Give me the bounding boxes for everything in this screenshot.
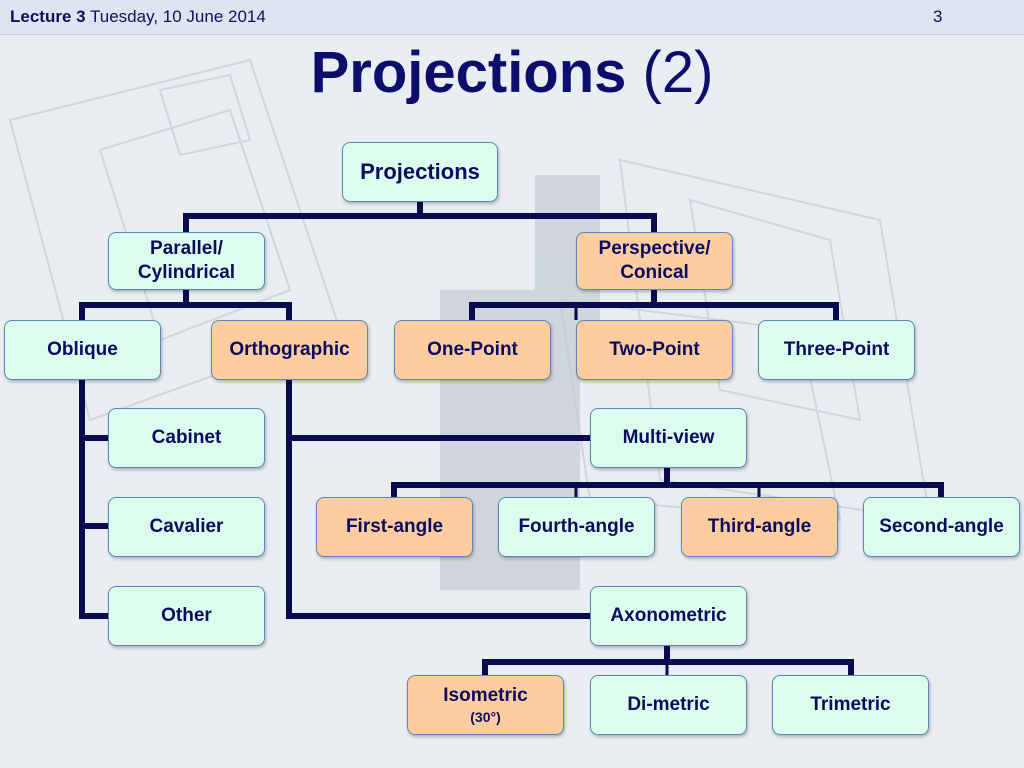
node-cabinet-label: Cabinet — [151, 427, 222, 448]
node-oblique-label: Oblique — [47, 339, 118, 360]
title-suffix: (2) — [642, 40, 714, 105]
node-axonometric: Axonometric — [590, 586, 747, 646]
node-first-angle-label: First-angle — [345, 516, 444, 537]
node-dimetric: Di-metric — [590, 675, 747, 735]
node-parallel: Parallel/ Cylindrical — [108, 232, 265, 290]
slide-header: Lecture 3 Tuesday, 10 June 2014 3 — [0, 0, 1024, 35]
node-first-angle: First-angle — [316, 497, 473, 557]
node-two-point-label: Two-Point — [609, 339, 700, 360]
node-isometric: Isometric (30°) — [407, 675, 564, 735]
node-parallel-label-1: Parallel/ — [150, 238, 223, 259]
slide-number: 3 — [933, 7, 943, 26]
node-second-angle: Second-angle — [863, 497, 1020, 557]
node-cavalier-label: Cavalier — [149, 516, 224, 537]
node-two-point: Two-Point — [576, 320, 733, 380]
node-trimetric-label: Trimetric — [810, 694, 891, 715]
title-main: Projections — [310, 40, 627, 105]
node-one-point: One-Point — [394, 320, 551, 380]
node-second-angle-label: Second-angle — [879, 516, 1004, 537]
node-other: Other — [108, 586, 265, 646]
node-three-point-label: Three-Point — [783, 339, 890, 360]
node-orthographic: Orthographic — [211, 320, 368, 380]
header-text: Lecture 3 Tuesday, 10 June 2014 — [10, 7, 266, 27]
node-isometric-label: Isometric — [443, 685, 528, 706]
lecture-label: Lecture 3 — [10, 7, 86, 26]
node-trimetric: Trimetric — [772, 675, 929, 735]
slide-title: Projections (2) — [0, 38, 1024, 108]
lecture-date: Tuesday, 10 June 2014 — [90, 7, 266, 26]
node-projections: Projections — [342, 142, 498, 202]
node-other-label: Other — [161, 605, 212, 626]
node-third-angle: Third-angle — [681, 497, 838, 557]
node-isometric-sublabel: (30°) — [470, 709, 501, 725]
node-one-point-label: One-Point — [427, 339, 518, 360]
node-perspective-label-1: Perspective/ — [598, 238, 711, 259]
node-parallel-label-2: Cylindrical — [137, 262, 236, 283]
node-multi-view-label: Multi-view — [622, 427, 715, 448]
node-perspective-label-2: Conical — [620, 262, 689, 283]
node-fourth-angle-label: Fourth-angle — [518, 516, 635, 537]
node-oblique: Oblique — [4, 320, 161, 380]
node-multi-view: Multi-view — [590, 408, 747, 468]
node-projections-label: Projections — [360, 159, 480, 184]
node-three-point: Three-Point — [758, 320, 915, 380]
node-perspective: Perspective/ Conical — [576, 232, 733, 290]
node-dimetric-label: Di-metric — [627, 694, 710, 715]
node-cabinet: Cabinet — [108, 408, 265, 468]
node-orthographic-label: Orthographic — [229, 339, 350, 360]
node-cavalier: Cavalier — [108, 497, 265, 557]
node-third-angle-label: Third-angle — [707, 516, 812, 537]
node-fourth-angle: Fourth-angle — [498, 497, 655, 557]
node-axonometric-label: Axonometric — [610, 605, 727, 626]
